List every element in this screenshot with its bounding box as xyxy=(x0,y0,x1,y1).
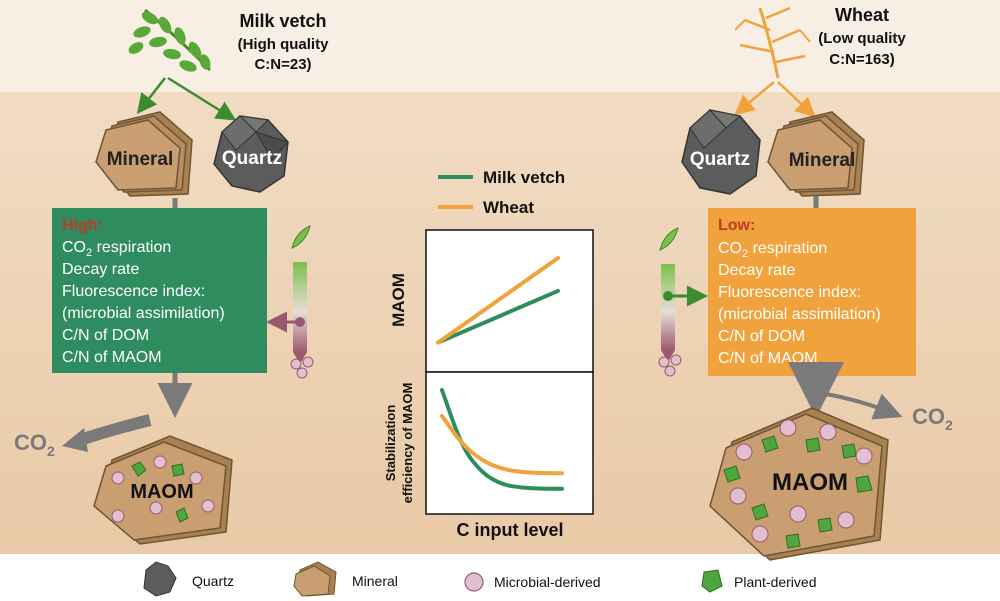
legend-label-wheat: Wheat xyxy=(483,198,534,217)
sky-band xyxy=(0,0,1000,95)
maom-aggregate-right xyxy=(709,407,889,561)
quartz-icon-right xyxy=(681,109,761,195)
mineral-label-left: Mineral xyxy=(107,149,174,170)
maom-aggregate-left xyxy=(93,435,233,545)
wheat-title: Wheat xyxy=(835,5,889,25)
tube-dot-left xyxy=(295,317,305,327)
milk-vetch-cn: C:N=23) xyxy=(254,56,311,73)
top-chart-ylabel: MAOM xyxy=(389,273,408,327)
high-line-cnmaom: C/N of MAOM xyxy=(62,349,162,366)
co2-label-left: CO2 xyxy=(14,430,55,459)
bottom-chart-ylabel-1: Stabilization xyxy=(383,405,398,482)
legend-plant: Plant-derived xyxy=(701,569,817,593)
high-line-co2: CO2 respiration xyxy=(62,239,171,259)
wheat-plant-icon xyxy=(734,6,811,79)
legend-mineral-label: Mineral xyxy=(352,573,398,589)
series-line-wheat xyxy=(436,256,560,345)
quartz-label-left: Quartz xyxy=(222,148,282,169)
low-heading: Low: xyxy=(718,217,755,234)
series-line-wheat xyxy=(440,414,564,476)
low-line-micro: (microbial assimilation) xyxy=(718,306,881,323)
milk-vetch-quality: (High quality xyxy=(238,36,329,53)
wheat-quality: (Low quality xyxy=(818,30,906,47)
quartz-label-right: Quartz xyxy=(690,149,750,170)
top-chart-frame xyxy=(425,229,594,373)
bottom-plot xyxy=(440,388,564,491)
legend-plant-icon xyxy=(701,569,723,593)
legend-label-milk-vetch: Milk vetch xyxy=(483,168,565,187)
arrow-to-quartz-right xyxy=(734,81,775,116)
high-line-fluor: Fluorescence index: xyxy=(62,283,205,300)
legend-quartz-label: Quartz xyxy=(192,573,234,589)
maom-label-right: MAOM xyxy=(772,469,848,496)
low-box xyxy=(708,208,916,376)
high-heading: High: xyxy=(62,217,103,234)
high-line-decay: Decay rate xyxy=(62,261,139,278)
low-line-cndom: C/N of DOM xyxy=(718,328,805,345)
bottom-chart-frame xyxy=(425,371,594,515)
arrow-to-mineral-right xyxy=(777,81,816,118)
series-line-milk-vetch xyxy=(436,288,560,345)
mineral-icon xyxy=(95,111,193,197)
center-legend: Milk vetch Wheat xyxy=(438,168,565,217)
legend-microbial-label: Microbial-derived xyxy=(494,574,601,590)
mineral-label-right: Mineral xyxy=(789,150,856,171)
legend-microbial: Microbial-derived xyxy=(464,572,601,592)
bottom-chart-ylabel-2: efficiency of MAOM xyxy=(400,383,415,504)
mineral-icon-right xyxy=(767,111,865,197)
maom-label-left: MAOM xyxy=(130,481,193,503)
low-line-fluor: Fluorescence index: xyxy=(718,284,861,301)
chart-xlabel: C input level xyxy=(456,520,563,540)
arrow-to-mineral xyxy=(136,77,166,114)
dom-tube-right xyxy=(658,227,682,377)
high-line-micro: (microbial assimilation) xyxy=(62,305,225,322)
legend-quartz: Quartz xyxy=(143,561,234,597)
legend-microbial-icon xyxy=(464,572,484,592)
low-line-decay: Decay rate xyxy=(718,262,795,279)
legend-plant-label: Plant-derived xyxy=(734,574,817,590)
high-line-cndom: C/N of DOM xyxy=(62,327,149,344)
milk-vetch-title: Milk vetch xyxy=(239,11,326,31)
high-box xyxy=(52,208,267,373)
co2-arrowhead-left xyxy=(62,428,88,452)
arrow-to-quartz xyxy=(167,76,237,121)
top-plot xyxy=(436,256,560,345)
low-line-cnmaom: C/N of MAOM xyxy=(718,350,818,367)
co2-label-right: CO2 xyxy=(912,404,953,433)
wheat-cn: C:N=163) xyxy=(829,51,894,68)
co2-arrow-right xyxy=(825,392,903,420)
legend-quartz-icon xyxy=(143,561,177,597)
quartz-icon xyxy=(213,115,289,193)
series-line-milk-vetch xyxy=(440,388,564,491)
milk-vetch-plant-icon xyxy=(128,8,212,72)
tube-dot-right xyxy=(663,291,673,301)
legend-mineral: Mineral xyxy=(293,561,398,597)
dom-tube-left xyxy=(290,225,314,379)
low-line-co2: CO2 respiration xyxy=(718,240,827,260)
